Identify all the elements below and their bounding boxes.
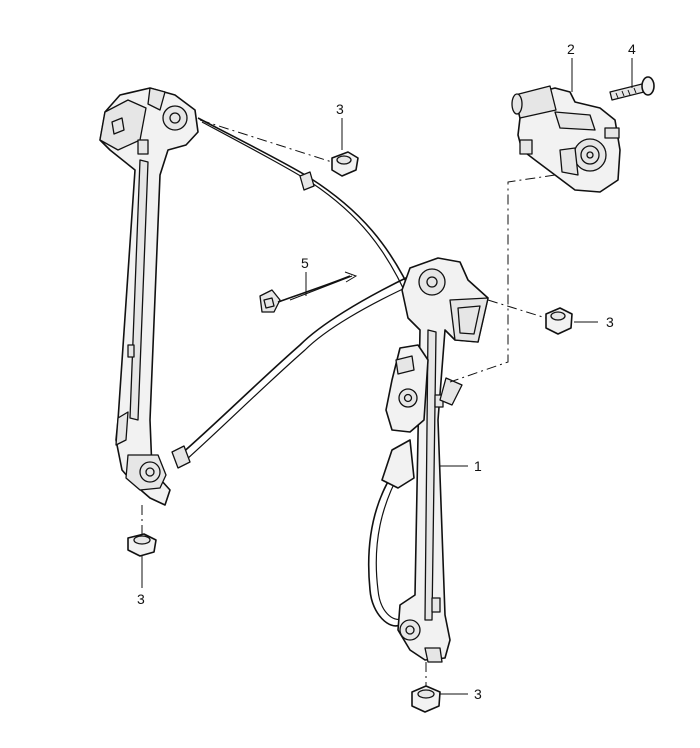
callout-3-left-bottom: 3 — [137, 591, 145, 607]
window-motor — [511, 85, 621, 193]
nut-left-bottom — [127, 533, 157, 557]
nut-top — [331, 151, 359, 177]
cable-tie — [259, 271, 358, 313]
callout-2: 2 — [567, 41, 575, 57]
nut-right — [545, 307, 573, 335]
regulator-cables — [171, 117, 419, 627]
leader-lines — [141, 58, 633, 695]
callout-3-right: 3 — [606, 314, 614, 330]
nut-bottom — [411, 685, 441, 713]
callout-3-bottom: 3 — [474, 686, 482, 702]
assembly-lines — [141, 119, 556, 686]
callout-3-top: 3 — [336, 101, 344, 117]
rear-guide-rail — [99, 87, 199, 506]
callout-5: 5 — [301, 255, 309, 271]
front-guide-rail — [381, 257, 489, 663]
motor-bolt — [609, 76, 655, 101]
callout-1: 1 — [474, 458, 482, 474]
callout-4: 4 — [628, 41, 636, 57]
